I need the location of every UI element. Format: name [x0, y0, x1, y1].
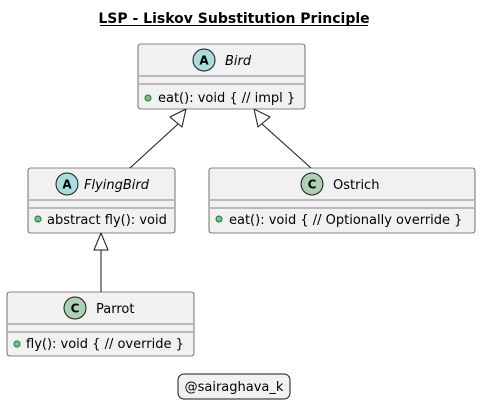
class-flyingbird[interactable]: A FlyingBird abstract fly(): void — [27, 167, 176, 234]
inheritance-edge-parrot-flyingbird — [93, 231, 109, 292]
class-stereotype-icon — [63, 296, 87, 320]
public-method-icon — [144, 94, 152, 102]
stereotype-letter: A — [62, 178, 72, 192]
stereotype-letter: A — [199, 54, 209, 68]
stereotype-letter: C — [308, 178, 317, 192]
abstract-stereotype-icon — [192, 48, 216, 72]
footer-label: @sairaghava_k — [185, 380, 284, 395]
class-ostrich[interactable]: C Ostrich eat(): void { // Optionally ov… — [208, 167, 476, 234]
class-bird[interactable]: A Bird eat(): void { // impl } — [137, 43, 306, 110]
class-member: eat(): void { // Optionally override } — [229, 213, 462, 228]
inheritance-edge-flyingbird-bird — [129, 108, 187, 169]
abstract-stereotype-icon — [55, 172, 79, 196]
public-method-icon — [215, 215, 223, 223]
class-name: FlyingBird — [84, 178, 150, 193]
class-member: abstract fly(): void — [47, 213, 167, 228]
public-method-icon — [13, 340, 21, 348]
footer-note: @sairaghava_k — [177, 373, 291, 400]
inheritance-edge-ostrich-bird — [253, 108, 312, 169]
class-name: Parrot — [96, 302, 134, 317]
diagram-title: LSP - Liskov Substitution Principle — [98, 11, 369, 27]
class-parrot[interactable]: C Parrot fly(): void { // override } — [6, 291, 195, 357]
class-member: eat(): void { // impl } — [158, 91, 295, 106]
inheritance-arrowhead — [169, 108, 187, 128]
class-member: fly(): void { // override } — [26, 337, 184, 352]
public-method-icon — [34, 215, 42, 223]
inheritance-arrowhead — [253, 108, 271, 128]
inheritance-arrowhead — [93, 231, 109, 251]
class-name: Bird — [225, 54, 252, 69]
class-name: Ostrich — [333, 178, 379, 193]
class-stereotype-icon — [300, 172, 324, 196]
stereotype-letter: C — [71, 302, 80, 316]
